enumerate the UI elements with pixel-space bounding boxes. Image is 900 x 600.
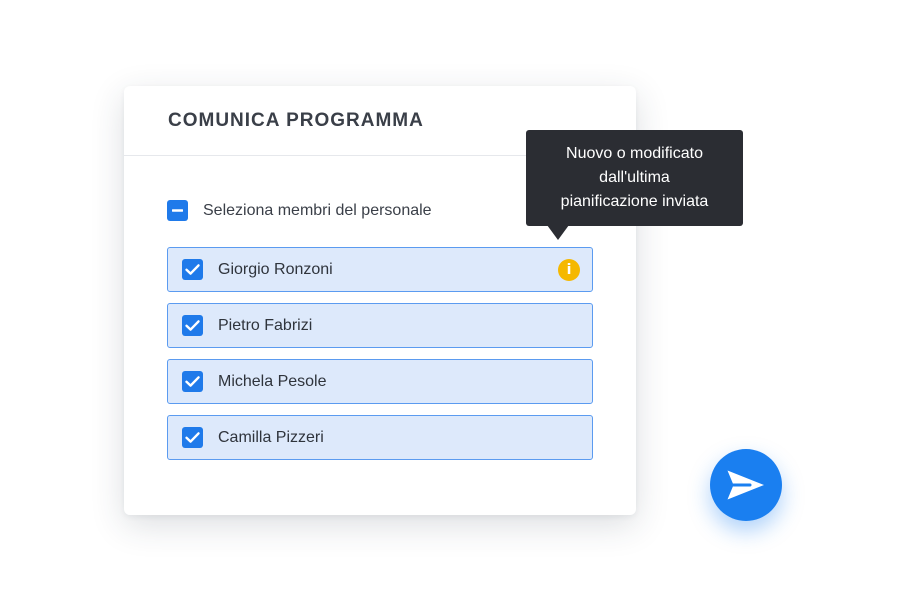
staff-member-row[interactable]: Michela Pesole — [167, 359, 593, 404]
card-header: COMUNICA PROGRAMMA — [124, 86, 636, 156]
staff-member-list: Giorgio Ronzoni i Pietro Fabrizi Michela… — [167, 247, 593, 471]
checkbox-checked[interactable] — [182, 315, 203, 336]
select-all-label: Seleziona membri del personale — [203, 201, 432, 219]
tooltip-arrow — [547, 225, 569, 240]
tooltip-line: dall'ultima — [599, 169, 670, 186]
checkmark-icon — [185, 264, 200, 275]
staff-member-row[interactable]: Giorgio Ronzoni i — [167, 247, 593, 292]
staff-member-name: Giorgio Ronzoni — [218, 260, 333, 278]
staff-member-row[interactable]: Camilla Pizzeri — [167, 415, 593, 460]
send-schedule-button[interactable] — [710, 449, 782, 521]
checkbox-checked[interactable] — [182, 371, 203, 392]
staff-member-name: Michela Pesole — [218, 372, 327, 390]
select-all-staff[interactable]: Seleziona membri del personale — [167, 200, 432, 221]
tooltip-text: Nuovo o modificato dall'ultima pianifica… — [561, 142, 709, 214]
send-icon — [727, 470, 764, 500]
checkbox-checked[interactable] — [182, 259, 203, 280]
staff-member-row[interactable]: Pietro Fabrizi — [167, 303, 593, 348]
indeterminate-checkbox[interactable] — [167, 200, 188, 221]
change-tooltip: Nuovo o modificato dall'ultima pianifica… — [526, 130, 743, 226]
tooltip-line: Nuovo o modificato — [566, 145, 703, 162]
staff-member-name: Pietro Fabrizi — [218, 316, 313, 334]
checkmark-icon — [185, 376, 200, 387]
checkmark-icon — [185, 432, 200, 443]
tooltip-line: pianificazione inviata — [560, 193, 709, 210]
staff-member-name: Camilla Pizzeri — [218, 428, 324, 446]
card-title: COMUNICA PROGRAMMA — [168, 109, 424, 131]
minus-icon — [172, 209, 183, 212]
checkmark-icon — [185, 320, 200, 331]
info-icon[interactable]: i — [558, 259, 580, 281]
checkbox-checked[interactable] — [182, 427, 203, 448]
